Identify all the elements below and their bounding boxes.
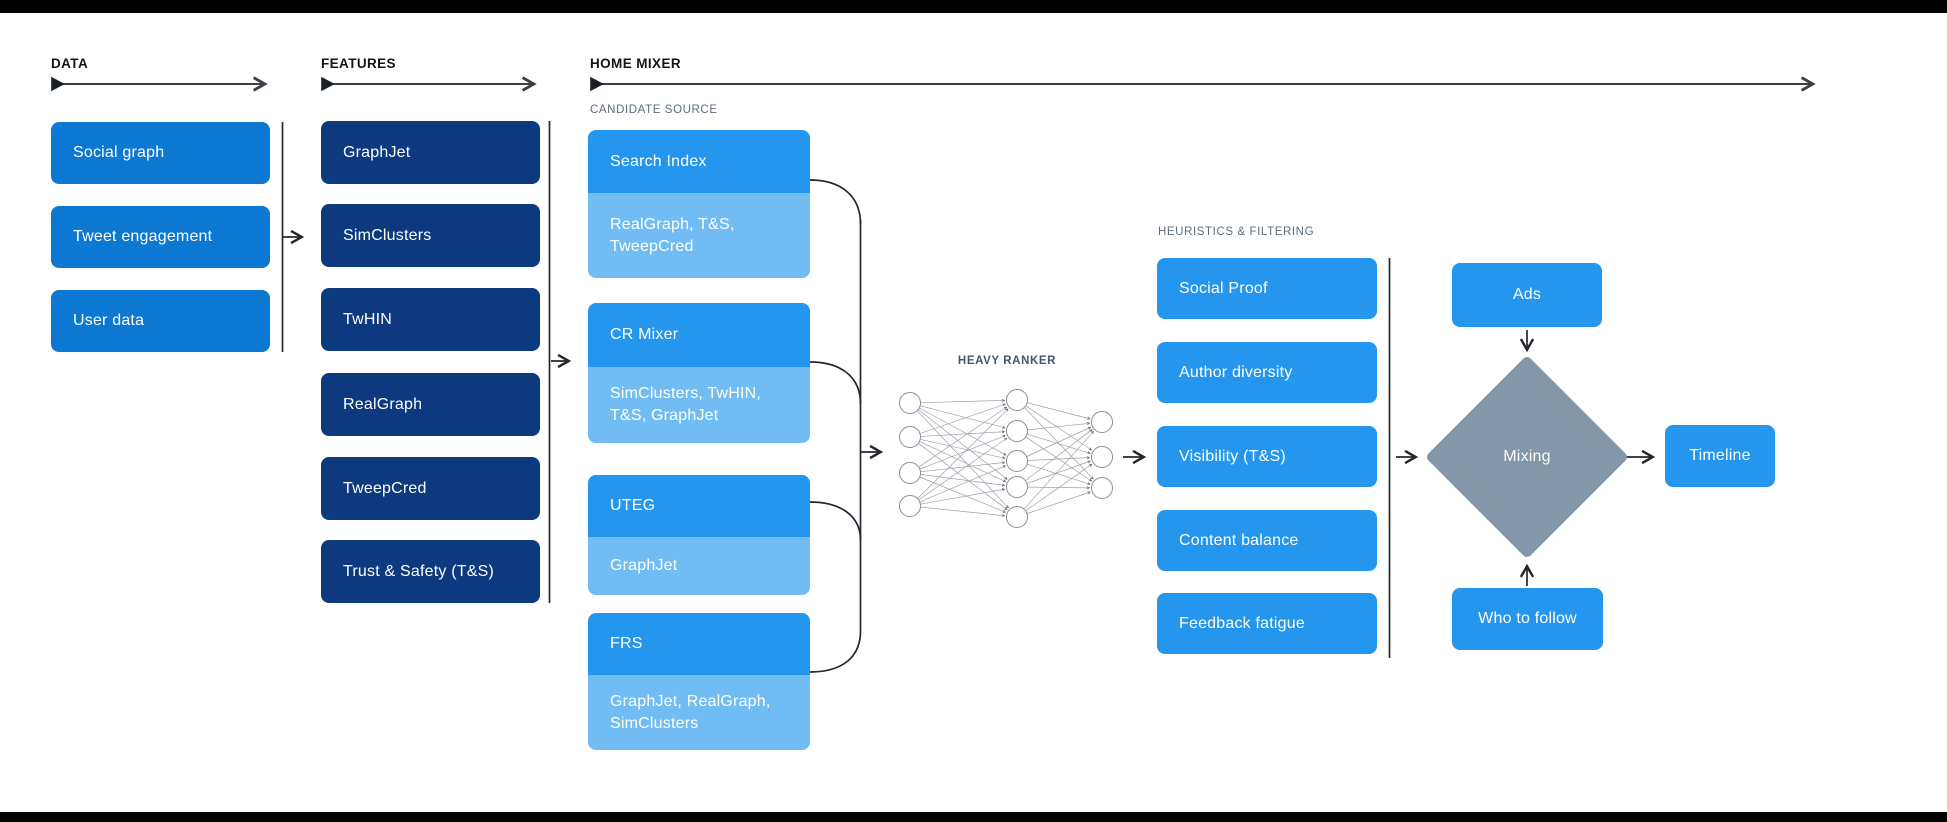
candidate-source-label: CANDIDATE SOURCE [590,104,718,116]
neuron-node [1006,506,1028,528]
neuron-node [1006,476,1028,498]
search-index-connector [809,179,862,225]
node-author-diversity: Author diversity [1157,342,1377,403]
home-mixer-section-header: HOME MIXER [590,56,682,71]
candidate-source-inputs: RealGraph, T&S, TweepCred [588,193,810,278]
node-trust-safety: Trust & Safety (T&S) [321,540,540,603]
candidate-source-inputs: GraphJet, RealGraph, SimClusters [588,675,810,750]
node-user-data: User data [51,290,270,352]
candidate-source-name: Search Index [588,130,810,193]
cr-mixer-connector [809,361,862,405]
neuron-node [899,426,921,448]
neuron-node [899,462,921,484]
node-twhin: TwHIN [321,288,540,351]
candidate-source-frs: FRS GraphJet, RealGraph, SimClusters [588,613,810,750]
node-graphjet: GraphJet [321,121,540,184]
node-timeline: Timeline [1665,425,1775,487]
node-simclusters: SimClusters [321,204,540,267]
top-black-bar [0,0,1947,13]
node-social-graph: Social graph [51,122,270,184]
neuron-node [899,495,921,517]
neuron-node [1006,450,1028,472]
node-who-to-follow: Who to follow [1452,588,1603,650]
neuron-node [1006,420,1028,442]
uteg-connector [809,501,862,541]
node-realgraph: RealGraph [321,373,540,436]
candidate-source-name: CR Mixer [588,303,810,367]
node-social-proof: Social Proof [1157,258,1377,319]
candidate-source-name: UTEG [588,475,810,537]
heavy-ranker-label: HEAVY RANKER [957,355,1057,367]
frs-connector [809,630,862,673]
candidate-source-inputs: SimClusters, TwHIN, T&S, GraphJet [588,367,810,443]
node-tweet-engagement: Tweet engagement [51,206,270,268]
neuron-node [1006,389,1028,411]
mixing-label: Mixing [1503,448,1551,465]
neuron-node [1091,411,1113,433]
candidate-source-inputs: GraphJet [588,537,810,595]
neuron-node [1091,477,1113,499]
candidate-source-search-index: Search Index RealGraph, T&S, TweepCred [588,130,810,278]
node-ads: Ads [1452,263,1602,327]
features-section-header: FEATURES [321,56,396,71]
node-feedback-fatigue: Feedback fatigue [1157,593,1377,654]
neuron-node [1091,446,1113,468]
heavy-ranker-network-icon [899,389,1113,528]
node-content-balance: Content balance [1157,510,1377,571]
node-tweepcred: TweepCred [321,457,540,520]
bottom-black-bar [0,812,1947,822]
neuron-node [899,392,921,414]
heuristics-filtering-label: HEURISTICS & FILTERING [1158,226,1315,238]
data-section-header: DATA [51,56,89,71]
candidate-source-name: FRS [588,613,810,675]
candidate-source-uteg: UTEG GraphJet [588,475,810,595]
node-visibility-ts: Visibility (T&S) [1157,426,1377,487]
candidate-source-cr-mixer: CR Mixer SimClusters, TwHIN, T&S, GraphJ… [588,303,810,443]
